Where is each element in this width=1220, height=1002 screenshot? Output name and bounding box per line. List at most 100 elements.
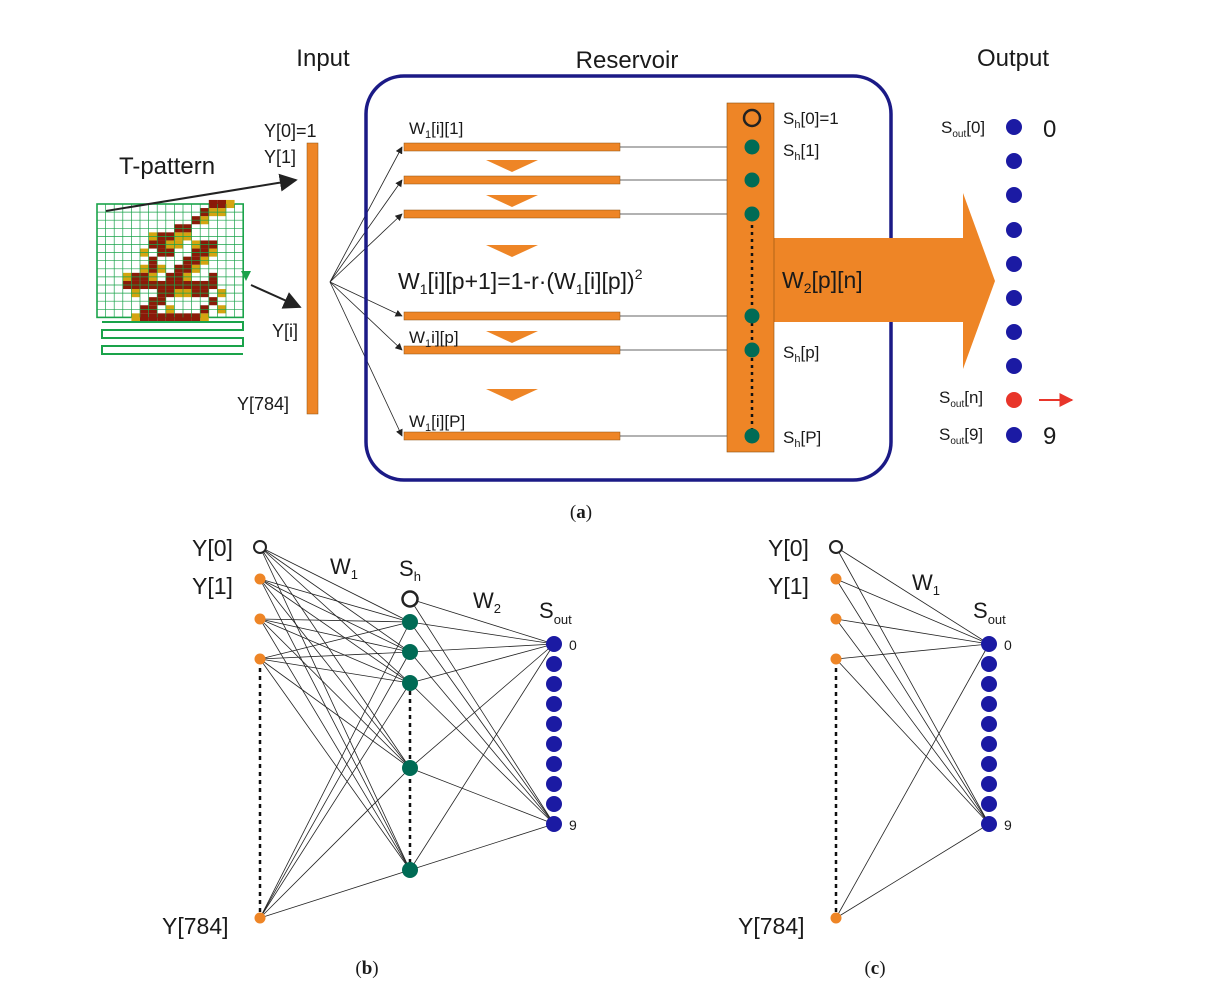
scan-direction-marker: [241, 271, 251, 281]
panel-b-output-node: [546, 716, 562, 732]
digit-pixel-dark: [183, 313, 192, 322]
output-nodes: [1006, 119, 1022, 443]
panel-c-input-node: [830, 613, 842, 625]
t-pattern-arrow-bottom: [250, 284, 302, 309]
reservoir-down-arrow: [486, 389, 538, 401]
hidden-node: [744, 206, 760, 222]
panel-b-w2-edge: [409, 621, 555, 825]
panel-c-edges: [835, 546, 990, 919]
panel-b-output-node: [546, 796, 562, 812]
output-node: [1006, 222, 1022, 238]
panel-b-output-node: [546, 736, 562, 752]
hidden-node: [744, 342, 760, 358]
digit-pixel-dark: [191, 313, 201, 322]
reservoir-down-arrow: [486, 331, 538, 343]
output-node: [1006, 119, 1022, 135]
panel-b-w1-edge: [259, 546, 411, 653]
panel-b-hidden-node: [402, 614, 418, 630]
output-node: [1006, 153, 1022, 169]
output-node: [1006, 324, 1022, 340]
panel-b: Y[0] Y[1] Y[784] W1 Sh W2 Sout 0 9 (b): [162, 535, 577, 979]
digit-zero-label: 0: [1043, 116, 1056, 143]
panel-b-w1-edge: [259, 546, 411, 769]
digit-pixel-dark: [148, 313, 158, 322]
panel-b-w1-edge: [259, 546, 411, 684]
reservoir-weight-bar: [403, 175, 621, 185]
panel-b-input-node: [254, 573, 266, 585]
panel-b-w2-edge: [409, 643, 555, 684]
reservoir-down-arrow: [486, 195, 538, 207]
panel-c-input-bias-node: [829, 540, 843, 554]
panel-b-w1-edge: [259, 618, 411, 769]
panel-c-output-node: [981, 696, 997, 712]
caption-b: (b): [355, 958, 378, 979]
output-node: [1006, 358, 1022, 374]
panel-b-w1-edge: [259, 621, 411, 919]
digit-pixel-mid: [226, 199, 235, 209]
reservoir-down-arrow: [486, 245, 538, 257]
panel-b-w1-edge: [259, 618, 411, 684]
input-vector-bar: [306, 142, 319, 415]
hidden-node: [744, 428, 760, 444]
panel-b-nodes: [253, 540, 562, 924]
panel-b-w2-edge: [409, 643, 555, 769]
output-node: [1006, 290, 1022, 306]
panel-c-output-node: [981, 716, 997, 732]
digit-pixel-mid: [200, 313, 209, 322]
digit-pixel-mid: [131, 313, 140, 322]
panel-b-edges: [259, 546, 555, 919]
hidden-state-bar: [726, 102, 775, 453]
reservoir-down-arrows: [486, 160, 538, 401]
panel-b-w1-edge: [259, 767, 411, 919]
panel-b-hidden-node: [402, 760, 418, 776]
panel-b-hidden-node: [402, 675, 418, 691]
panel-b-w1-edge: [259, 578, 411, 653]
caption-c: (c): [864, 958, 885, 979]
panel-b-w2-edge: [409, 651, 555, 825]
panel-b-w2-edge: [409, 823, 555, 871]
hidden-bias-node: [742, 108, 762, 128]
panel-c-out0-label: 0: [1004, 637, 1012, 653]
output-node: [1006, 187, 1022, 203]
digit-pixel-dark: [174, 313, 183, 322]
panel-c-output-node: [981, 676, 997, 692]
panel-b-input-bias-node: [253, 540, 267, 554]
panel-a: Input Reservoir Output T-pattern Y[0]=1 …: [96, 45, 1074, 523]
panel-b-hidden-node: [402, 862, 418, 878]
panel-b-input-node: [254, 912, 266, 924]
panel-b-w2-edge: [409, 767, 555, 825]
panel-b-w2-edge: [409, 621, 555, 645]
panel-c-w1-edge: [835, 618, 990, 825]
panel-c-y1-label: Y[1]: [768, 573, 809, 599]
t-pattern-digit-grid: [96, 199, 244, 322]
panel-c-w1-edge: [835, 643, 990, 919]
input-label-y0: Y[0]=1: [264, 121, 317, 141]
sh1-label: Sh[1]: [783, 141, 819, 163]
t-pattern-label: T-pattern: [119, 153, 215, 180]
panel-b-w1-edge: [259, 546, 411, 623]
panel-b-w1-edge: [259, 618, 411, 653]
sh0-label: Sh[0]=1: [783, 109, 839, 131]
panel-c-w1-edge: [835, 658, 990, 825]
output-node: [1006, 256, 1022, 272]
panel-b-w1-edge: [259, 658, 411, 871]
digit-pixel-dark: [217, 199, 226, 209]
panel-b-hidden-node: [402, 644, 418, 660]
panel-c-w1-edge: [835, 618, 990, 645]
panel-b-w2-edge: [409, 643, 555, 871]
input-header: Input: [296, 45, 350, 72]
caption-a: (a): [570, 502, 592, 523]
reservoir-update-formula: W1[i][p+1]=1-r·(W1[i][p])2: [398, 266, 643, 297]
input-label-yi: Y[i]: [272, 321, 298, 341]
panel-b-w1-edge: [259, 578, 411, 769]
panel-c-input-node: [830, 653, 842, 665]
reservoir-down-arrow: [486, 160, 538, 172]
sout9-label: Sout[9]: [939, 425, 983, 447]
panel-c-nodes: [829, 540, 997, 924]
panel-b-w2-edge: [409, 598, 555, 645]
panel-c-y0-label: Y[0]: [768, 535, 809, 561]
digit-nine-label: 9: [1043, 423, 1056, 450]
shP-label: Sh[P]: [783, 428, 821, 450]
reservoir-header: Reservoir: [576, 47, 679, 74]
